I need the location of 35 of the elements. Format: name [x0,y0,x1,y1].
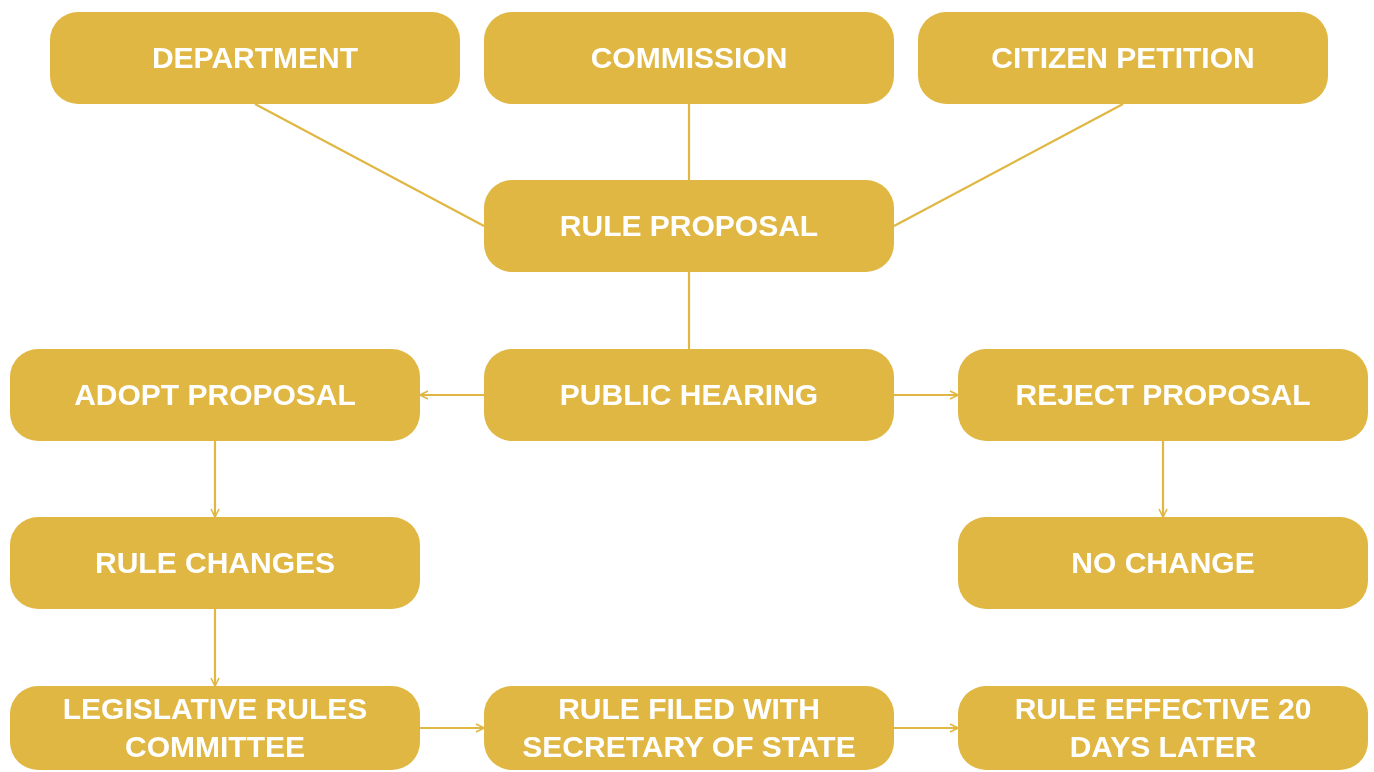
process-box [10,686,420,770]
arrow [210,441,220,518]
box-label: PUBLIC HEARING [559,377,819,413]
box-label: RULE CHANGES [95,545,335,581]
box-label: NO CHANGE [1071,545,1255,581]
arrow [1158,441,1168,518]
connector-line [893,103,1124,227]
arrow [210,609,220,687]
box-label: ADOPT PROPOSAL [74,377,356,413]
arrow [419,390,484,400]
box-label: COMMISSION [590,40,788,76]
box-label: DEPARTMENT [151,40,359,76]
box-label: RULE PROPOSAL [559,208,819,244]
connector-line [687,272,691,349]
box-label: CITIZEN PETITION [991,40,1255,76]
process-box [484,349,894,441]
connector-line [687,104,691,180]
connector-line [254,103,485,227]
box-label: REJECT PROPOSAL [1015,377,1311,413]
arrow [894,390,959,400]
box-label: RULE EFFECTIVE 20 DAYS LATER [1013,691,1313,765]
process-box [958,686,1368,770]
process-box [10,349,420,441]
process-box [484,180,894,272]
process-box [10,517,420,609]
box-label: RULE FILED WITH SECRETARY OF STATE [521,691,857,765]
process-box [484,686,894,770]
arrow [420,723,485,733]
process-box [918,12,1328,104]
process-box [484,12,894,104]
process-box [50,12,460,104]
process-box [958,349,1368,441]
process-box [958,517,1368,609]
arrow [894,723,959,733]
box-label: LEGISLATIVE RULES COMMITTEE [61,691,369,765]
